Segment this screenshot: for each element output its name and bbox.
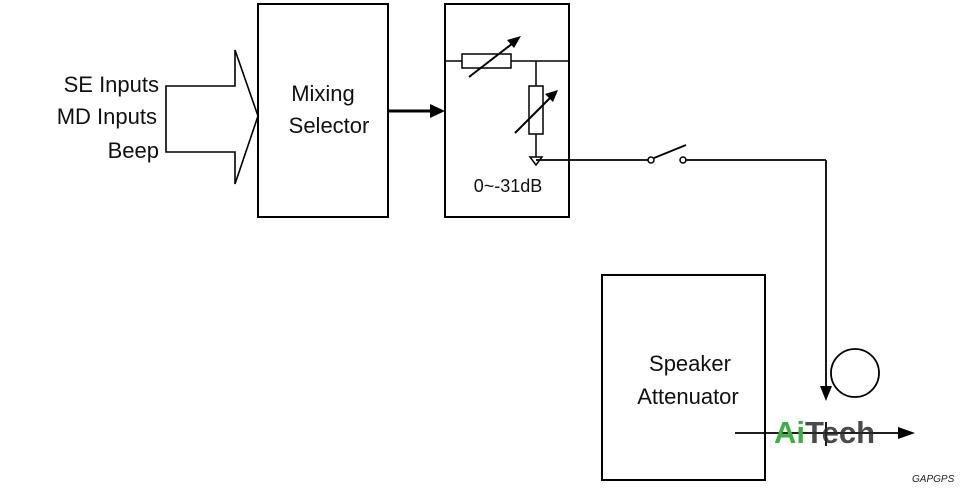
- watermark-tech: Tech: [805, 415, 875, 450]
- watermark-ai: Ai: [774, 415, 805, 450]
- speaker-icon: [830, 348, 880, 398]
- shunt-variable-resistor: [528, 85, 544, 135]
- speaker-attenuator-box: [601, 274, 766, 481]
- switch-contact-right: [679, 156, 687, 164]
- gain-block-box: [444, 3, 570, 218]
- output-arrowhead-down: [820, 386, 832, 401]
- switch-contact-left: [647, 156, 655, 164]
- mixing-selector-box: [257, 3, 389, 218]
- speaker-attenuator-subtitle: Attenuator: [637, 384, 739, 409]
- md-inputs-label: MD Inputs: [57, 104, 157, 129]
- ground-icon: [528, 156, 544, 167]
- beep-label: Beep: [108, 138, 159, 163]
- series-variable-resistor: [461, 53, 512, 69]
- shunt-resistor-arrow-line: [514, 93, 555, 134]
- attenuator-output-arrowhead: [898, 427, 915, 439]
- mixing-selector-subtitle: Selector: [289, 113, 370, 138]
- figure-code: GAPGPS: [912, 474, 955, 485]
- aitech-watermark: AiTech: [774, 415, 875, 450]
- mixing-selector-title: Mixing: [291, 81, 355, 106]
- input-bus-arrow: [165, 49, 259, 185]
- switch-blade: [653, 144, 687, 159]
- speaker-attenuator-title: Speaker: [649, 351, 731, 376]
- se-inputs-label: SE Inputs: [64, 72, 159, 97]
- gain-range-label: 0~-31dB: [474, 176, 543, 196]
- selector-to-gain-arrowhead: [430, 104, 445, 118]
- series-resistor-arrowhead: [507, 36, 521, 48]
- shunt-resistor-arrowhead: [545, 90, 558, 102]
- series-resistor-arrow-line: [468, 39, 518, 78]
